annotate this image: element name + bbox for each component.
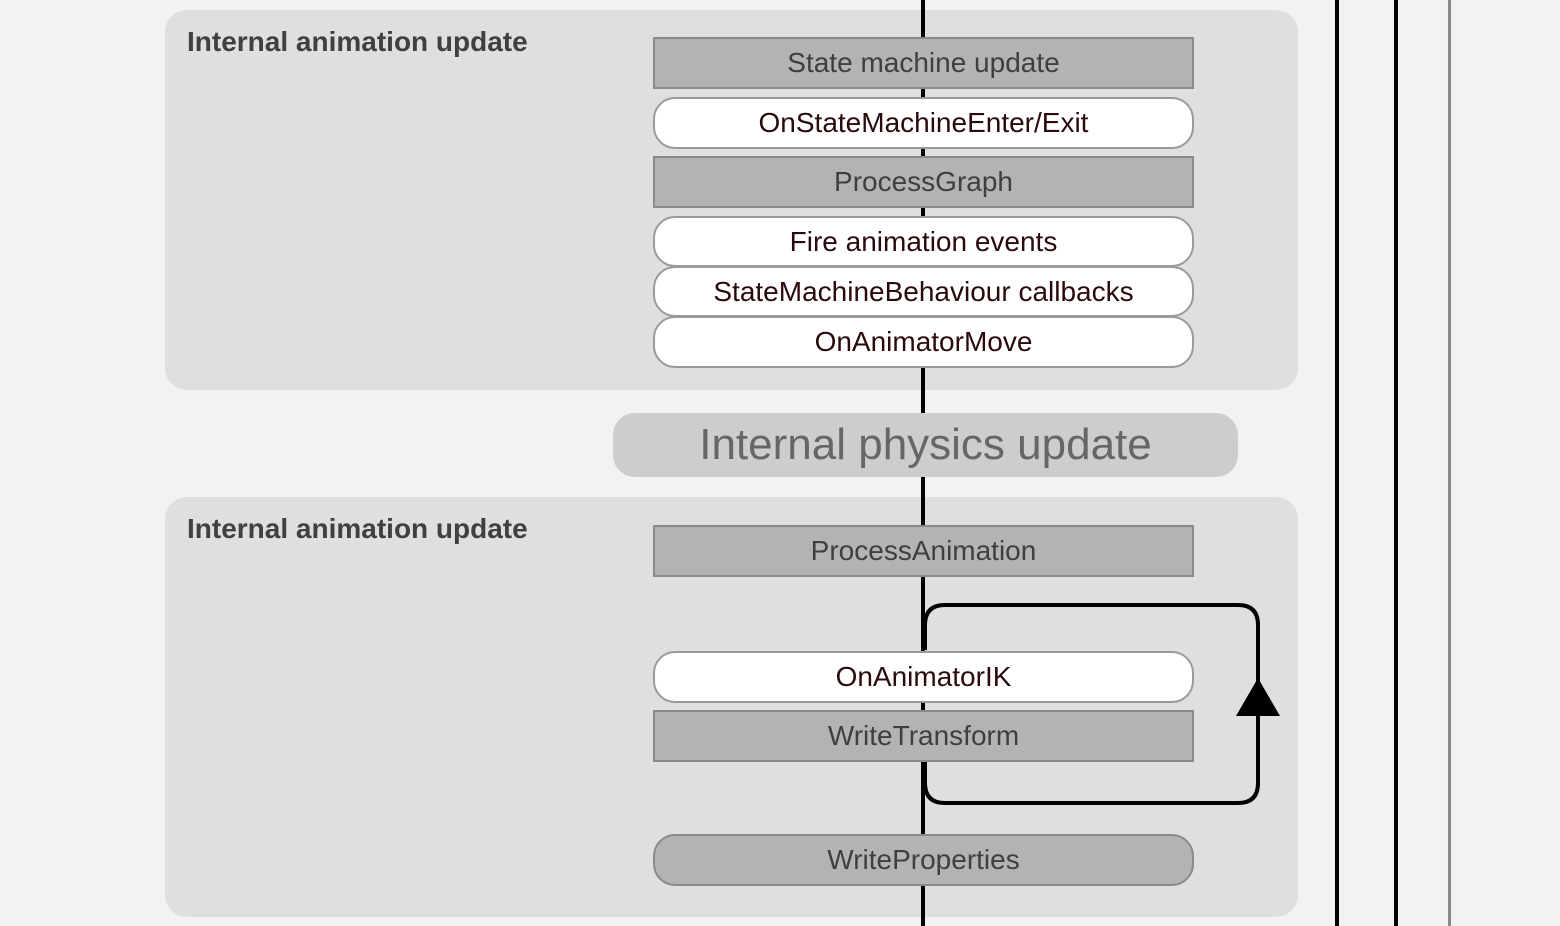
state-machine-update-step: State machine update (653, 37, 1194, 89)
timeline-line-right-3 (1448, 0, 1451, 926)
on-animator-move-callback: OnAnimatorMove (653, 316, 1194, 368)
timeline-line-right-2 (1394, 0, 1398, 926)
on-state-machine-enter-exit-callback: OnStateMachineEnter/Exit (653, 97, 1194, 149)
process-graph-step: ProcessGraph (653, 156, 1194, 208)
process-animation-step: ProcessAnimation (653, 525, 1194, 577)
panel-title: Internal animation update (187, 513, 528, 544)
panel-title: Internal animation update (187, 26, 528, 57)
arrow-head-icon (1236, 678, 1280, 716)
on-animator-ik-callback: OnAnimatorIK (653, 651, 1194, 703)
timeline-line-right-1 (1335, 0, 1339, 926)
internal-physics-update-block: Internal physics update (613, 413, 1238, 477)
write-properties-step: WriteProperties (653, 834, 1194, 886)
fire-animation-events-callback: Fire animation events (653, 216, 1194, 267)
write-transform-step: WriteTransform (653, 710, 1194, 762)
state-machine-behaviour-callbacks-callback: StateMachineBehaviour callbacks (653, 266, 1194, 317)
